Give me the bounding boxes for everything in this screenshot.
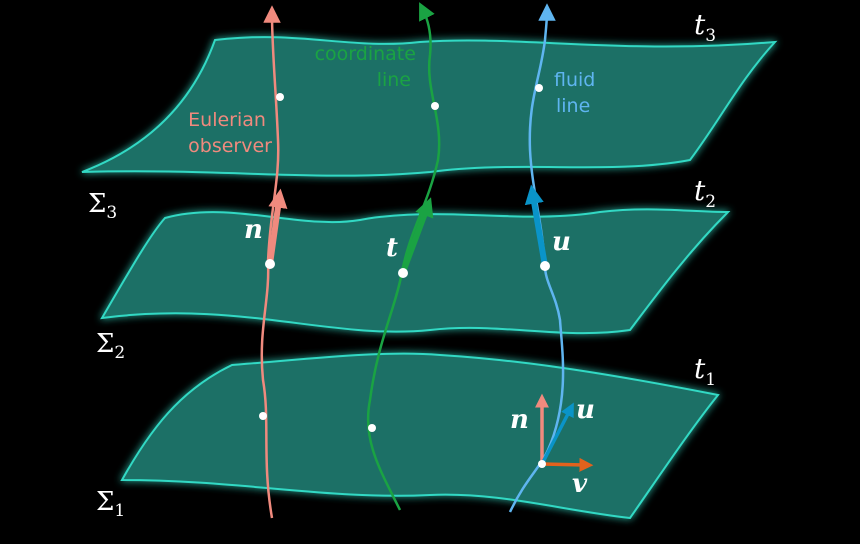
label-t-slice2: t [386, 233, 398, 263]
point-fluid-slice2 [540, 261, 550, 271]
slice-sigma-3 [81, 36, 778, 177]
sigma-3-label: Σ3 [88, 189, 117, 223]
time-3-label: t3 [694, 8, 716, 46]
label-n-slice2: n [244, 215, 263, 245]
label-u-slice2: u [552, 227, 571, 257]
label-n-slice1: n [510, 405, 529, 435]
label-u-slice1: u [576, 395, 595, 425]
point-coordinate-slice3 [431, 102, 439, 110]
sigma-2-label: Σ2 [96, 329, 125, 363]
slice-2-surface [100, 208, 731, 335]
coordinate-line [366, 2, 441, 511]
point-eulerian-slice1 [259, 412, 267, 420]
sigma-1-label: Σ1 [96, 487, 125, 521]
point-fluid-slice1 [538, 460, 546, 468]
eulerian-observer-label: Eulerian observer [188, 109, 272, 157]
tangent-vector-t [400, 197, 434, 274]
time-1-label: t1 [694, 352, 716, 390]
point-fluid-slice3 [535, 84, 543, 92]
slice-1-surface [120, 352, 720, 520]
point-eulerian-slice3 [276, 93, 284, 101]
point-eulerian-slice2 [265, 259, 275, 269]
label-v-slice1: v [572, 469, 588, 499]
intersection-points [259, 84, 550, 468]
normal-vector-n [267, 188, 288, 265]
small-velocity-vector-u [540, 402, 574, 465]
slice-3-surface [81, 36, 778, 177]
slice-sigma-2 [100, 208, 731, 335]
coordinate-line-label: coordinate line [315, 43, 422, 91]
fluid-line-label: fluid line [554, 69, 601, 117]
shift-vector-v [541, 457, 594, 472]
point-coordinate-slice1 [368, 424, 376, 432]
velocity-vector-u [524, 184, 548, 267]
time-2-label: t2 [694, 174, 716, 212]
point-coordinate-slice2 [398, 268, 408, 278]
slice-sigma-1 [120, 352, 720, 520]
